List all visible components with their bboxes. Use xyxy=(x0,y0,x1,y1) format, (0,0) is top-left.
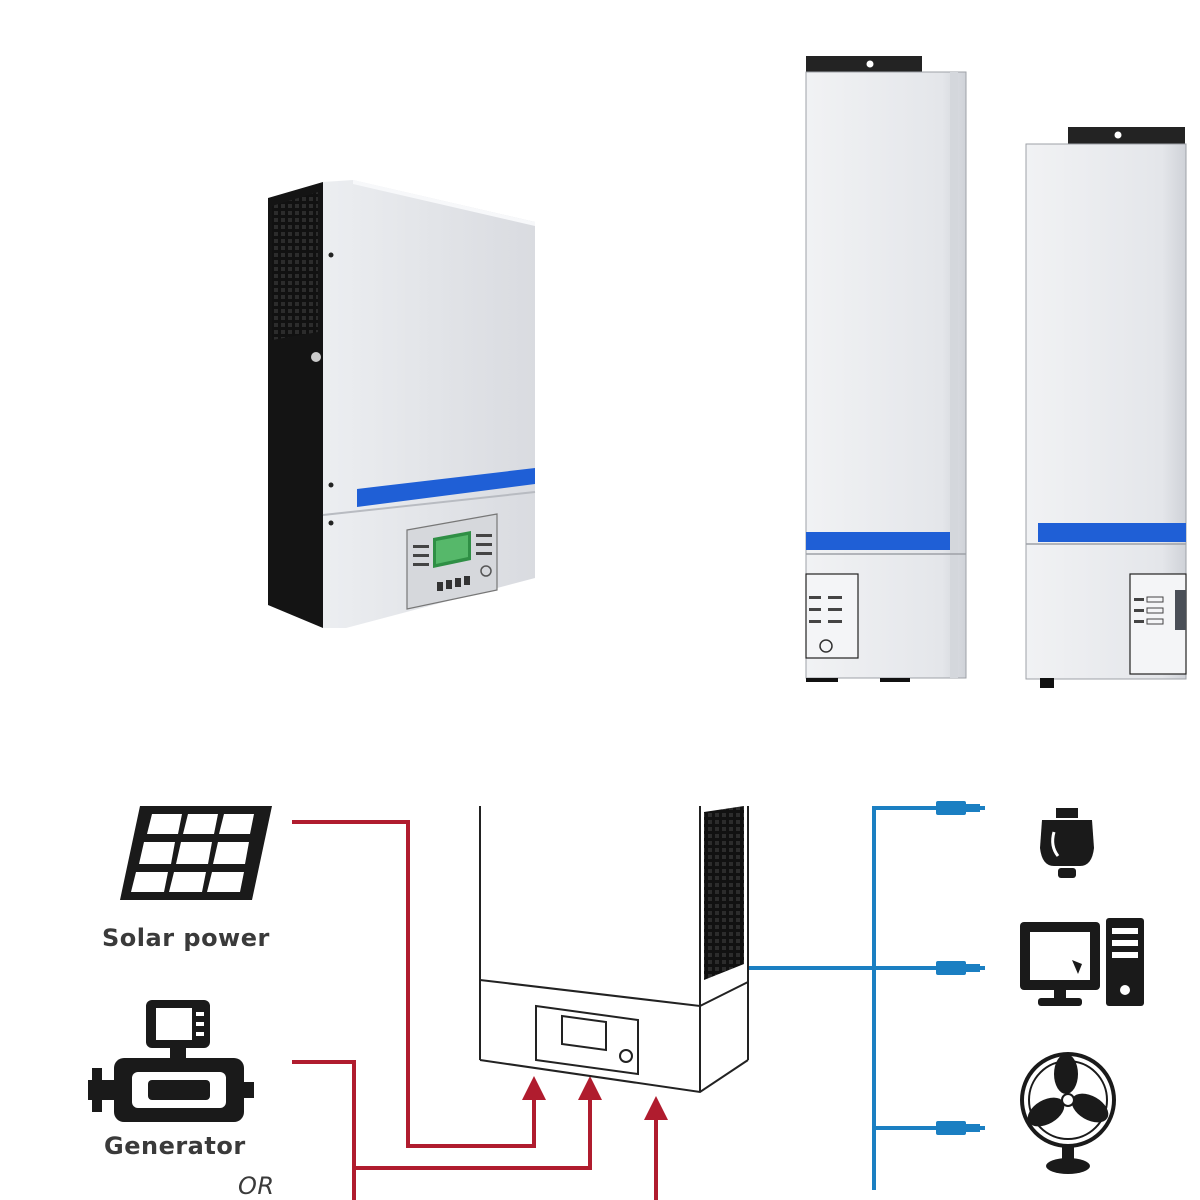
solar-panel-icon xyxy=(120,806,272,900)
inverter-side-view-right xyxy=(1025,127,1187,688)
power-button xyxy=(480,565,492,577)
accent-stripe xyxy=(806,532,950,550)
wiring-diagram xyxy=(292,801,985,1200)
inverter-side-view-left xyxy=(805,56,967,682)
accent-stripe xyxy=(1038,523,1186,542)
generator-label: Generator xyxy=(104,1132,246,1160)
control-panel xyxy=(406,513,498,610)
inverter-outline-heatsink xyxy=(704,806,744,980)
solar-power-label: Solar power xyxy=(102,924,270,952)
inverter-outline xyxy=(479,806,749,1094)
inverter-front-view xyxy=(268,180,536,628)
panel-button-1 xyxy=(437,582,443,591)
or-label: OR xyxy=(238,1172,275,1200)
panel-button-2 xyxy=(446,580,452,589)
input-wires xyxy=(292,820,658,1200)
input-arrows xyxy=(522,1076,668,1120)
panel-button-3 xyxy=(455,578,461,587)
panel-button-4 xyxy=(464,576,470,585)
desktop-computer-icon xyxy=(1020,918,1144,1006)
accent-stripe xyxy=(357,468,535,507)
table-fan-icon xyxy=(1020,1052,1116,1174)
light-bulb-icon xyxy=(1040,808,1094,878)
generator-icon xyxy=(88,1000,254,1122)
plug-connectors xyxy=(936,801,980,1135)
